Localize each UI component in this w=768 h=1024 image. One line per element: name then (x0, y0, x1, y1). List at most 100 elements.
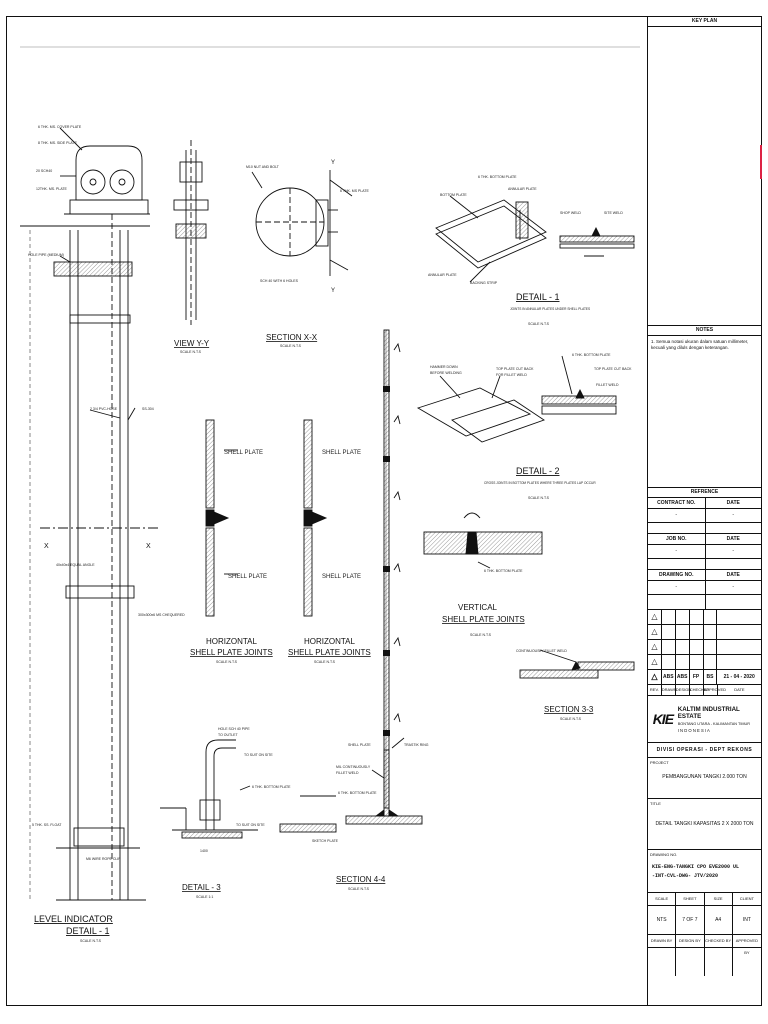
level-indicator-subtitle: DETAIL - 1 (66, 926, 110, 936)
svg-text:FILLET WELD: FILLET WELD (596, 383, 619, 387)
svg-text:SHELL PLATE: SHELL PLATE (322, 574, 361, 580)
view-yy-detail (173, 140, 209, 325)
detail-3-scale: SCALE 1:1 (196, 895, 213, 899)
section-xx-labels: M10 NUT AND BOLT 6 THK. MS PLATE SCH 40 … (246, 165, 370, 283)
company-logo: KIE (652, 711, 674, 727)
svg-text:5 THK. SS. FLOAT: 5 THK. SS. FLOAT (32, 823, 62, 827)
svg-text:BOTTOM PLATE: BOTTOM PLATE (440, 193, 467, 197)
horizontal-joint-2-drawing (303, 419, 328, 617)
company-block: KIE KALTIM INDUSTRIAL ESTATE BONTANG UTA… (648, 696, 761, 743)
detail-2-note: CROSS JOINTS IN BOTTOM PLATES WHERE THRE… (484, 481, 596, 485)
svg-text:TOP PLATE CUT BACK: TOP PLATE CUT BACK (594, 367, 632, 371)
svg-text:SKETCH PLATE: SKETCH PLATE (312, 839, 339, 843)
detail-1-note: JOINTS IN ANNULAR PLATES UNDER SHELL PLA… (510, 307, 590, 311)
horizontal-joint-2-labels: SHELL PLATE SHELL PLATE (322, 450, 361, 580)
svg-text:SHELL PLATE: SHELL PLATE (348, 743, 371, 747)
detail-1-drawing (435, 195, 635, 283)
svg-text:MIL CONTINUOUSLY: MIL CONTINUOUSLY (336, 765, 371, 769)
horizontal-joint-2-title2: SHELL PLATE JOINTS (288, 648, 371, 657)
drawing-sheet-border (6, 16, 762, 1006)
key-plan-header: KEY PLAN (648, 17, 761, 27)
shell-elevation-column (383, 329, 401, 809)
drawing-number-line2: -INT-CVL-DWG- JTV/2020 (652, 873, 719, 879)
svg-text:6 THK. BOTTOM PLATE: 6 THK. BOTTOM PLATE (252, 785, 291, 789)
svg-text:HOLE PIPE (MEDIUM): HOLE PIPE (MEDIUM) (28, 253, 64, 257)
section-44-scale: SCALE N.T.S (348, 887, 370, 891)
revision-row-0: △ ABS ABS FP BS 21 - 04 - 2020 (648, 670, 761, 685)
svg-text:X: X (146, 543, 151, 550)
project-name: PEMBANGUNAN TANGKI 2.000 TON (662, 774, 747, 780)
section-33-drawing (519, 649, 635, 679)
detail-1-labels: 6 THK. BOTTOM PLATE ANNULAR PLATE BOTTOM… (428, 175, 623, 285)
detail-1-title: DETAIL - 1 (516, 292, 560, 302)
title-block: KEY PLAN NOTES 1. Semua notasi ukuran da… (647, 17, 762, 1005)
drawing-canvas: 6 THK. MS. COVER PLATE 8 THK. MS. SIDE P… (20, 46, 640, 943)
company-country: I N D O N E S I A (677, 727, 710, 733)
scale-values-row: NTS 7 OF 7 A4 INT (648, 906, 761, 935)
contract-date-label: DATE (726, 500, 740, 506)
svg-text:SHELL PLATE: SHELL PLATE (224, 450, 263, 456)
level-indicator-title: LEVEL INDICATOR (34, 914, 113, 924)
level-indicator-detail (20, 127, 160, 901)
drawing-date-value: - (732, 584, 735, 590)
svg-text:1400: 1400 (200, 849, 208, 853)
svg-text:6 THK. BOTTOM PLATE: 6 THK. BOTTOM PLATE (478, 175, 517, 179)
view-yy-scale: SCALE N.T.S (180, 350, 202, 354)
contract-date-value: - (732, 512, 735, 518)
section-44-labels: SHELL PLATE TRASTIK RING MIL CONTINUOUSL… (312, 743, 429, 843)
revision-row-blank: △ (648, 610, 761, 625)
job-date-value: - (732, 548, 735, 554)
svg-text:SHELL PLATE: SHELL PLATE (228, 574, 267, 580)
svg-text:TO OUTLET: TO OUTLET (218, 733, 238, 737)
svg-text:HAMMER DOWN: HAMMER DOWN (430, 365, 458, 369)
svg-text:SS-304: SS-304 (142, 407, 154, 411)
drawing-number-field: DRAWING NO. KIE-ENG-TANGKI CPO EVE2000 U… (648, 850, 761, 893)
svg-text:6 THK. MS. COVER PLATE: 6 THK. MS. COVER PLATE (38, 125, 82, 129)
svg-text:BEFORE WELDING: BEFORE WELDING (430, 371, 462, 375)
vertical-joint-drawing (423, 512, 543, 569)
detail-1-scale: SCALE N.T.S (528, 322, 550, 326)
horizontal-joint-1-labels: SHELL PLATE SHELL PLATE (224, 450, 267, 580)
svg-text:6 THK. BOTTOM PLATE: 6 THK. BOTTOM PLATE (572, 353, 611, 357)
svg-text:ANNULAR PLATE: ANNULAR PLATE (508, 187, 537, 191)
vertical-joint-title2: SHELL PLATE JOINTS (442, 615, 525, 624)
detail-2-scale: SCALE N.T.S (528, 496, 550, 500)
scale-header-row: SCALE SHEET SIZE CLIENT (648, 893, 761, 906)
section-33-title: SECTION 3-3 (544, 705, 594, 714)
section-xx-scale: SCALE N.T.S (280, 344, 302, 348)
detail-3-labels: HOLE SCH 40 PIPE TO OUTLET TO SUIT ON SI… (200, 727, 291, 853)
svg-text:BACKING STRIP: BACKING STRIP (470, 281, 498, 285)
title-field: TITLE DETAIL TANGKI KAPASITAS 2 X 2000 T… (648, 799, 761, 850)
drawing-title: DETAIL TANGKI KAPASITAS 2 X 2000 TON (655, 821, 754, 827)
svg-text:FILLET WELD: FILLET WELD (336, 771, 359, 775)
svg-text:SHELL PLATE: SHELL PLATE (322, 450, 361, 456)
contract-no-label: CONTRACT NO. (648, 498, 706, 508)
key-plan-marker (760, 145, 762, 179)
section-xx-title: SECTION X-X (266, 333, 318, 342)
signature-row (648, 948, 761, 976)
detail-2-title: DETAIL - 2 (516, 466, 560, 476)
section-33-label: CONTINUOUSLY FILLET WELD (516, 649, 567, 653)
svg-text:6 THK. BOTTOM PLATE: 6 THK. BOTTOM PLATE (338, 791, 377, 795)
section-xx-detail (251, 170, 353, 276)
svg-text:M10 NUT AND BOLT: M10 NUT AND BOLT (246, 165, 280, 169)
svg-text:ANNULAR PLATE: ANNULAR PLATE (428, 273, 457, 277)
drawing-number-line1: KIE-ENG-TANGKI CPO EVE2000 UL (652, 864, 740, 870)
svg-text:Y: Y (331, 288, 335, 294)
detail-2-labels: HAMMER DOWN BEFORE WELDING TOP PLATE CUT… (430, 353, 632, 387)
svg-text:SHOP WELD: SHOP WELD (560, 211, 581, 215)
division-name: DIVISI OPERASI - DEPT REKONS (648, 743, 761, 758)
contract-no-value: - (648, 509, 706, 522)
detail-2-drawing (416, 355, 617, 443)
x-section-markers: X X (44, 543, 151, 550)
level-indicator-scale: SCALE N.T.S (80, 939, 102, 943)
section-44-drawing (279, 737, 423, 833)
company-address: BONTANG UTARA - KALIMANTAN TIMUR (677, 721, 751, 726)
drawing-no-value: - (648, 581, 706, 594)
svg-text:6 THK. MS PLATE: 6 THK. MS PLATE (340, 189, 370, 193)
svg-text:TRASTIK RING: TRASTIK RING (404, 743, 429, 747)
section-xx-markers: Y Y (331, 160, 335, 294)
drawing-no-label: DRAWING NO. (648, 570, 706, 580)
svg-text:300x300x6 MS CHEQUERED: 300x300x6 MS CHEQUERED (138, 613, 185, 617)
horizontal-joint-2-scale: SCALE N.T.S (314, 660, 336, 664)
